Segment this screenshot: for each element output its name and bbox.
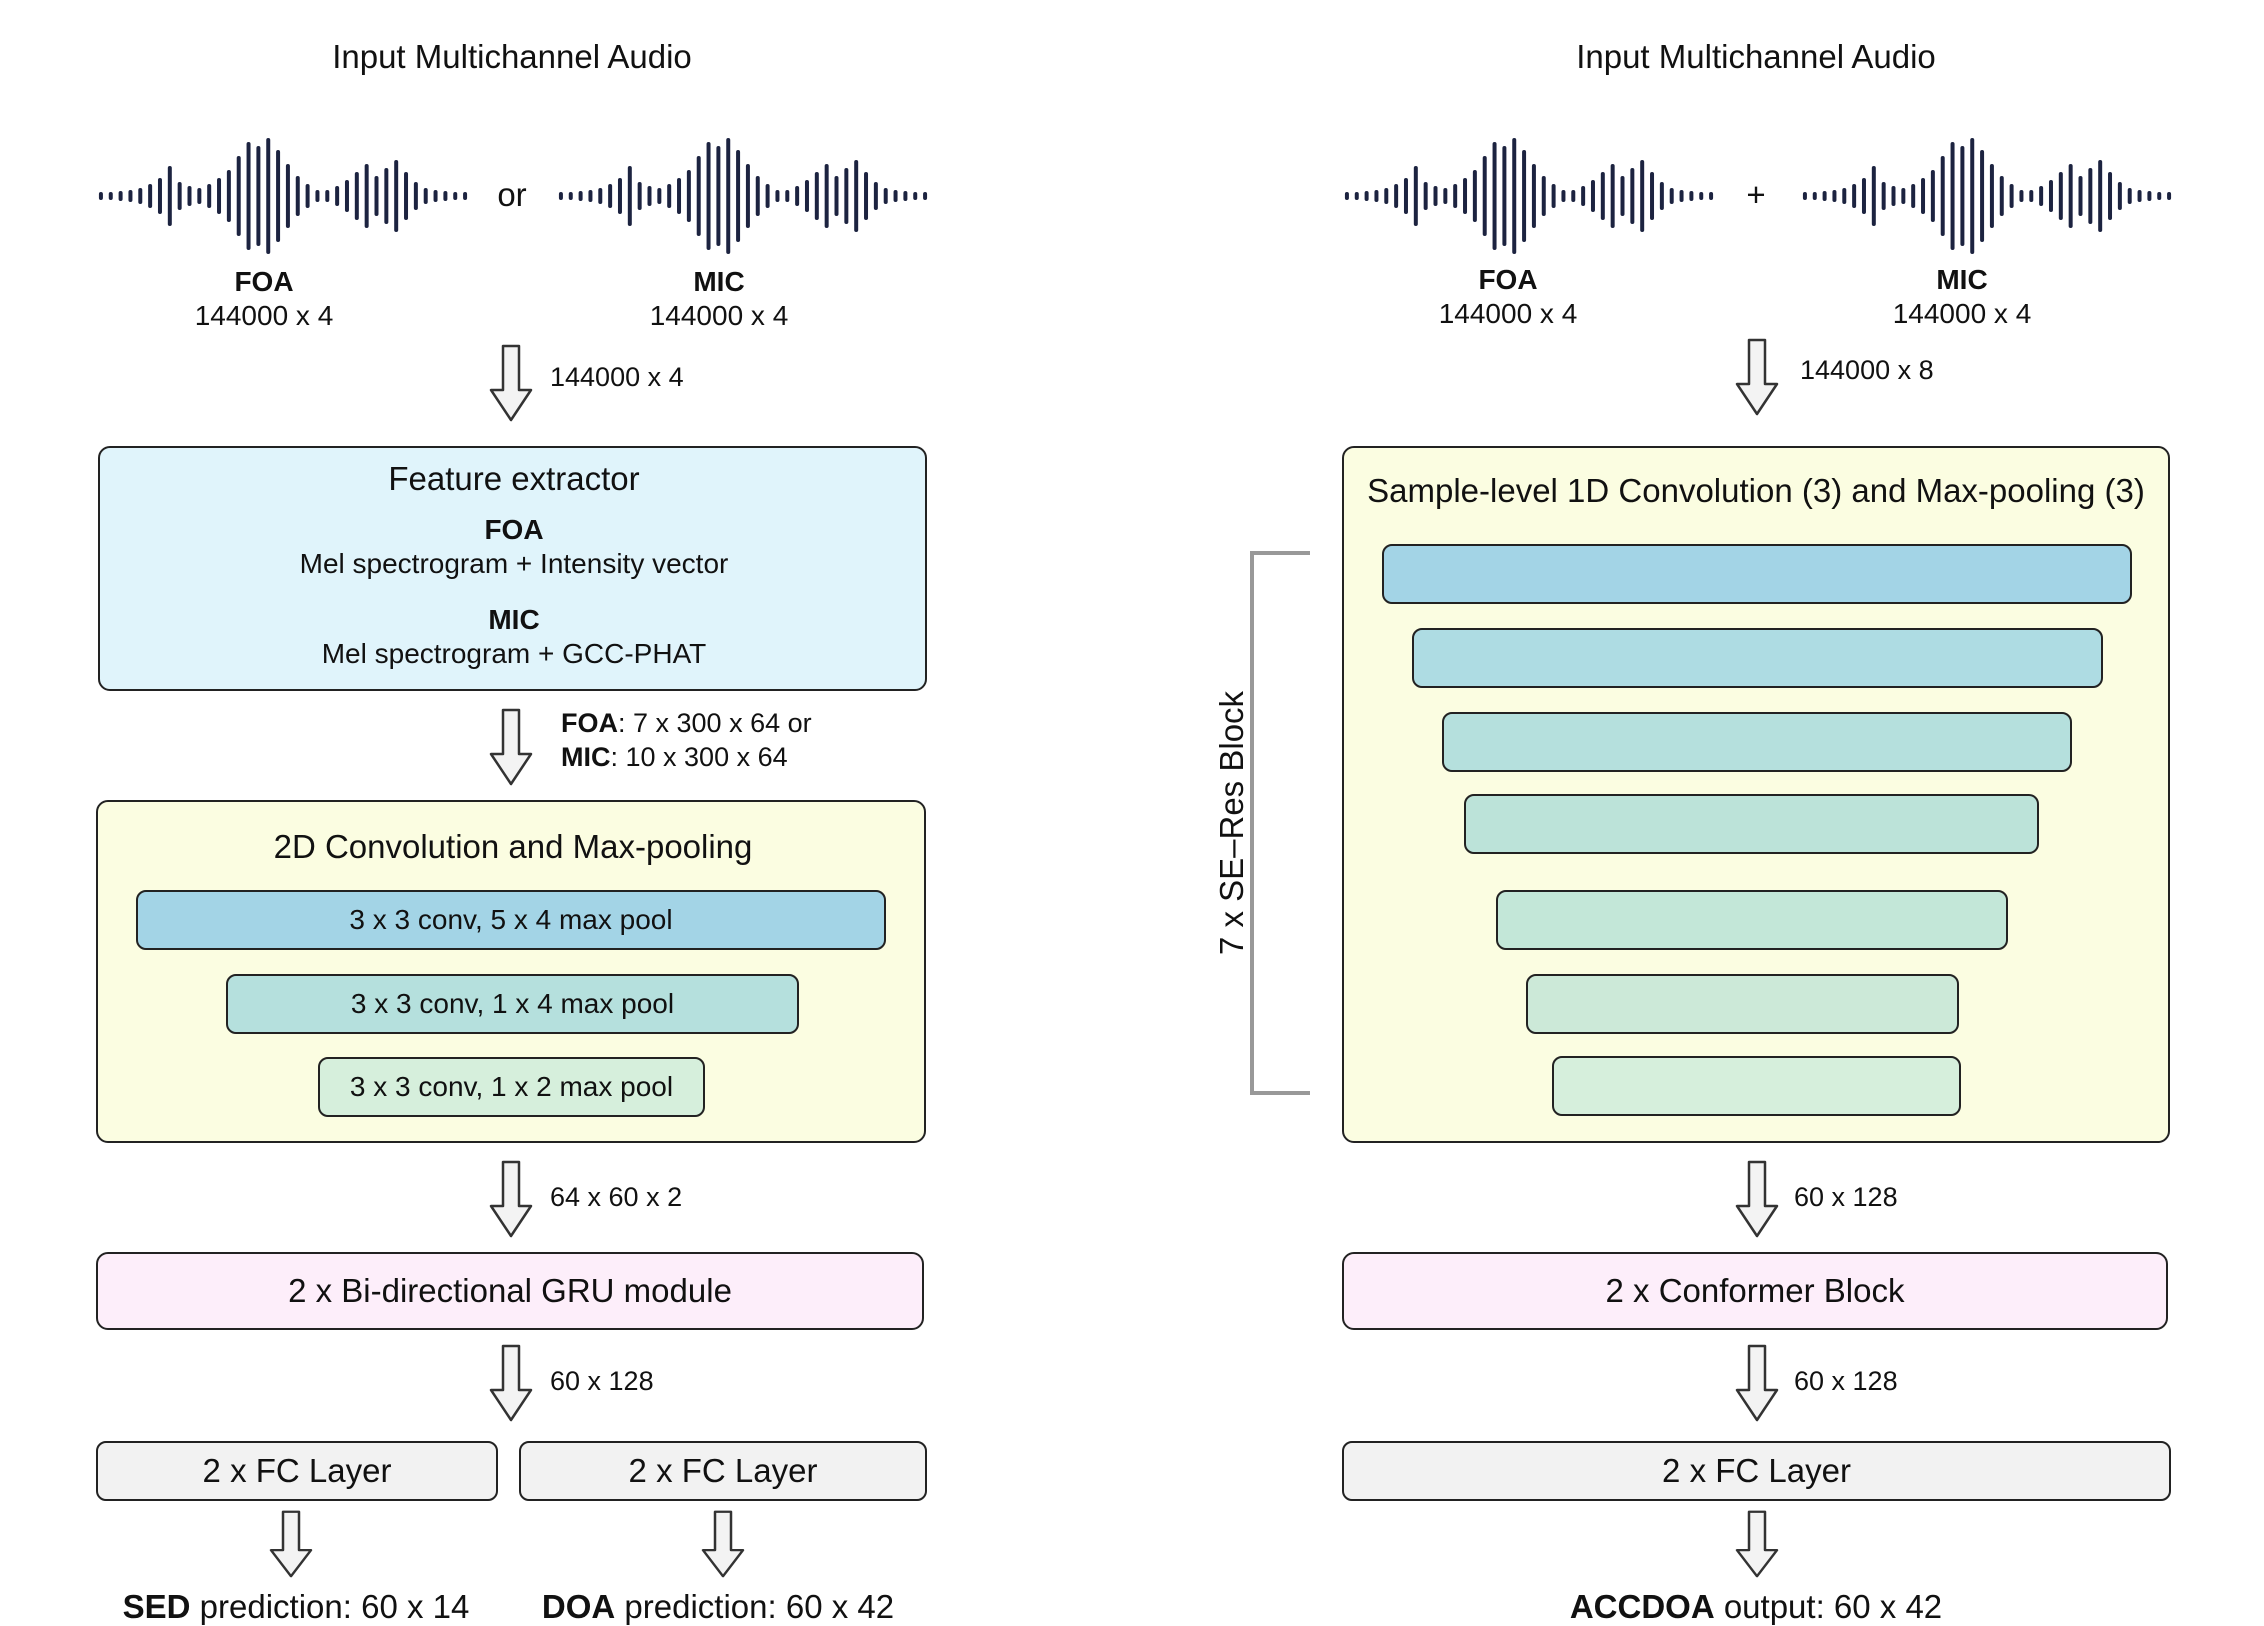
se-res-bracket: [1250, 551, 1310, 1095]
down-arrow-icon: [1735, 1510, 1779, 1578]
waveform-icon: [558, 138, 928, 254]
feature-extractor-foa-desc: Mel spectrogram + Intensity vector: [299, 548, 729, 579]
down-arrow-icon: [489, 1160, 533, 1238]
right-mic-label: MIC: [1936, 264, 1988, 295]
waveform-icon: [1344, 138, 1714, 254]
waveform-icon: [1802, 138, 2172, 254]
left-arrow3-label: 64 x 60 x 2: [550, 1182, 683, 1212]
right-arrow1-label: 144000 x 8: [1800, 355, 1934, 385]
feature-extractor-foa-label: FOA: [484, 514, 544, 545]
right-separator: +: [1746, 176, 1766, 213]
doa-output: DOA prediction: 60 x 42: [541, 1588, 895, 1625]
down-arrow-icon: [1735, 1160, 1779, 1238]
down-arrow-icon: [489, 344, 533, 422]
conv-layer-3: 3 x 3 conv, 1 x 2 max pool: [318, 1057, 705, 1117]
left-arrow2-mic: MIC: 10 x 300 x 64: [561, 742, 788, 772]
waveform-icon: [98, 138, 468, 254]
sed-output: SED prediction: 60 x 14: [122, 1588, 470, 1625]
fc-layer-accdoa: 2 x FC Layer: [1342, 1441, 2171, 1501]
sample-level-block: Sample-level 1D Convolution (3) and Max-…: [1342, 446, 2170, 1143]
left-foa-dim: 144000 x 4: [194, 300, 334, 331]
feature-extractor-mic-desc: Mel spectrogram + GCC-PHAT: [321, 638, 707, 669]
se-res-block-4: [1464, 794, 2039, 854]
left-title: Input Multichannel Audio: [332, 38, 692, 75]
se-res-block-6: [1526, 974, 1959, 1034]
conv-block-title: 2D Convolution and Max-pooling: [273, 828, 753, 865]
right-arrow2-label: 60 x 128: [1794, 1182, 1898, 1212]
left-arrow2-foa: FOA: 7 x 300 x 64 or: [561, 708, 812, 738]
left-separator: or: [497, 176, 527, 213]
right-title: Input Multichannel Audio: [1576, 38, 1936, 75]
feature-extractor-mic-label: MIC: [488, 604, 540, 635]
conv-layer-2: 3 x 3 conv, 1 x 4 max pool: [226, 974, 799, 1034]
left-foa-label: FOA: [234, 266, 294, 297]
left-arrow1-label: 144000 x 4: [550, 362, 684, 392]
left-mic-label: MIC: [693, 266, 745, 297]
right-foa-dim: 144000 x 4: [1438, 298, 1578, 329]
down-arrow-icon: [1735, 1344, 1779, 1422]
down-arrow-icon: [1735, 338, 1779, 416]
feature-extractor-title: Feature extractor: [388, 460, 640, 497]
conformer-block: 2 x Conformer Block: [1342, 1252, 2168, 1330]
se-res-bracket-label: 7 x SE–Res Block: [1213, 690, 1250, 956]
se-res-block-2: [1412, 628, 2103, 688]
down-arrow-icon: [269, 1510, 313, 1578]
se-res-block-3: [1442, 712, 2072, 772]
right-foa-label: FOA: [1478, 264, 1538, 295]
sample-level-block-title: Sample-level 1D Convolution (3) and Max-…: [1367, 472, 2145, 509]
feature-extractor-box: Feature extractor FOA Mel spectrogram + …: [98, 446, 927, 691]
conv-block: 2D Convolution and Max-pooling 3 x 3 con…: [96, 800, 926, 1143]
fc-layer-doa: 2 x FC Layer: [519, 1441, 927, 1501]
se-res-block-7: [1552, 1056, 1961, 1116]
fc-layer-sed: 2 x FC Layer: [96, 1441, 498, 1501]
right-arrow3-label: 60 x 128: [1794, 1366, 1898, 1396]
down-arrow-icon: [701, 1510, 745, 1578]
left-mic-dim: 144000 x 4: [649, 300, 789, 331]
down-arrow-icon: [489, 1344, 533, 1422]
se-res-block-5: [1496, 890, 2008, 950]
conv-layer-1: 3 x 3 conv, 5 x 4 max pool: [136, 890, 886, 950]
right-mic-dim: 144000 x 4: [1892, 298, 2032, 329]
gru-module: 2 x Bi-directional GRU module: [96, 1252, 924, 1330]
down-arrow-icon: [489, 708, 533, 786]
accdoa-output: ACCDOA output: 60 x 42: [1569, 1588, 1943, 1625]
left-arrow4-label: 60 x 128: [550, 1366, 654, 1396]
se-res-block-1: [1382, 544, 2132, 604]
